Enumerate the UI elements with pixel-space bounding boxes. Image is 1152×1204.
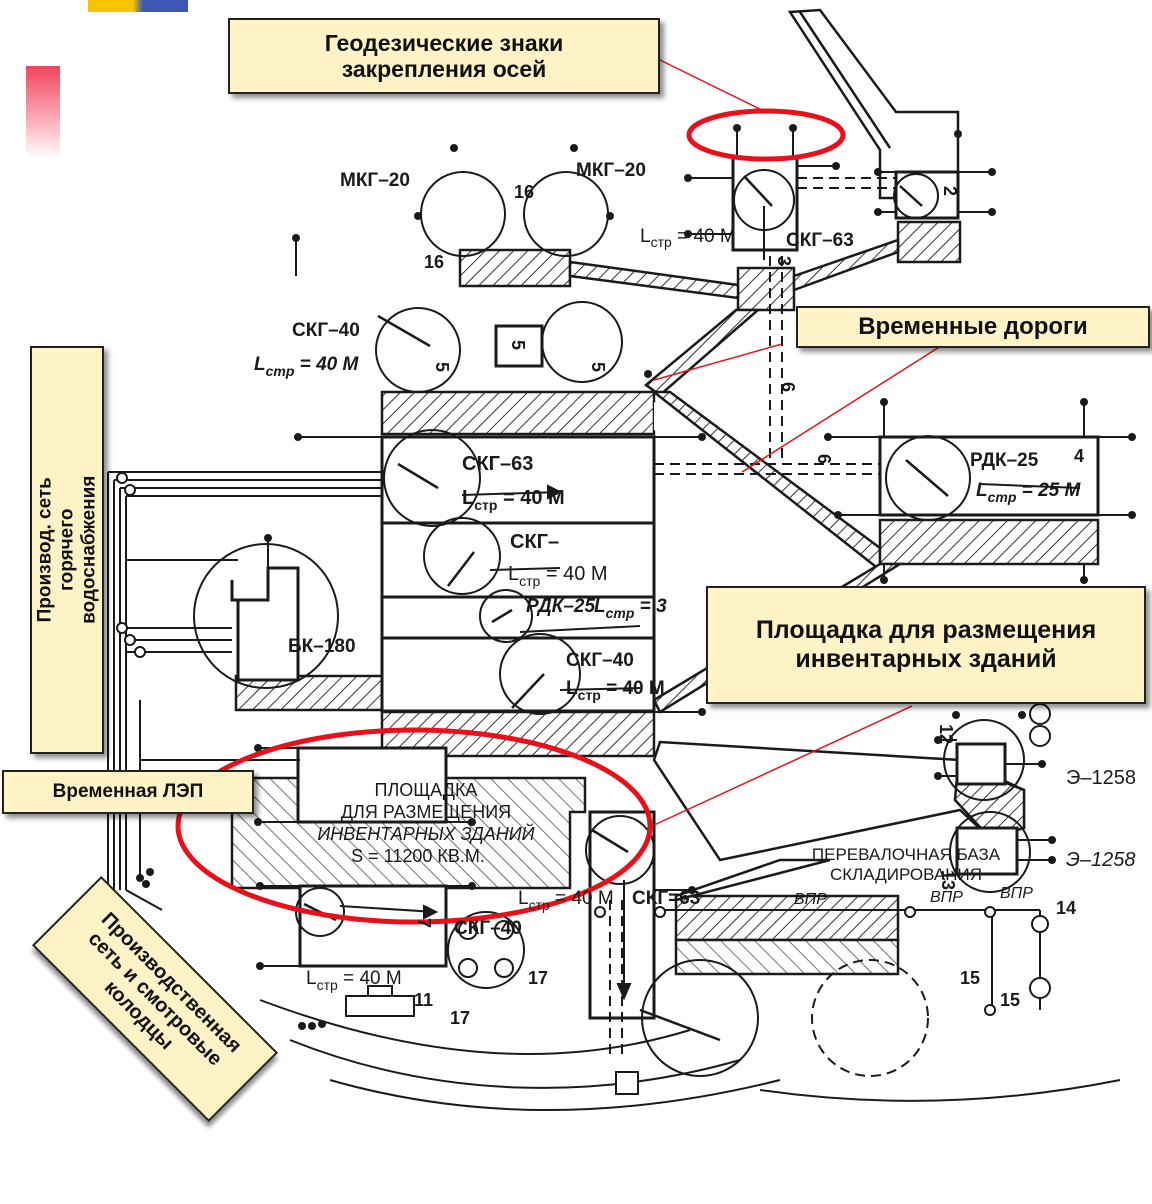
- crane-reach-circles: [193, 169, 1031, 1077]
- svg-text:Lстр = 40 М: Lстр = 40 М: [254, 354, 359, 379]
- num-14: 14: [1056, 898, 1076, 918]
- site-label-line-3: ИНВЕНТАРНЫХ ЗДАНИЙ: [317, 823, 534, 844]
- site-label-line-4: S = 11200 КВ.М.: [351, 846, 485, 866]
- svg-text:Lстр = 40 М: Lстр = 40 М: [566, 678, 665, 703]
- vpr-label-2: ВПР: [930, 889, 963, 906]
- storage-details: [345, 915, 1051, 1095]
- crane-label-rdk25-right: РДК–25: [970, 450, 1039, 471]
- reach-label-bottom1: Lстр = 40 М: [518, 888, 614, 913]
- svg-text:Lстр = 40 М: Lстр = 40 М: [508, 563, 608, 589]
- vpr-label-1: ВПР: [794, 891, 827, 908]
- dashed-networks: [609, 177, 896, 1060]
- reach-label-mid3: Lстр = 3: [594, 596, 667, 621]
- svg-text:Lстр = 3: Lстр = 3: [594, 596, 667, 621]
- svg-text:Lстр = 40 М: Lстр = 40 М: [306, 968, 402, 993]
- geodetic-mark-dots: [136, 124, 1136, 1030]
- num-5c: 5: [588, 362, 608, 372]
- utility-pipelines: [107, 471, 382, 911]
- num-17b: 17: [450, 1008, 470, 1028]
- num-5a: 5: [432, 362, 452, 372]
- vpr-label-3: ВПР: [1000, 885, 1033, 902]
- crane-label-skg63-bottom: СКГ=63: [632, 888, 700, 909]
- reach-label-bottom2: Lстр = 40 М: [306, 968, 402, 993]
- crane-label-skg40-mid: СКГ–40: [566, 650, 634, 671]
- num-16a: 16: [514, 182, 534, 202]
- callout-site-area: Площадка для размещения инвентарных здан…: [706, 586, 1146, 704]
- site-label-line-1: ПЛОЩАДКА: [375, 780, 478, 800]
- crane-label-e1258-b: Э–1258: [1066, 849, 1136, 871]
- crane-label-skg63-top: СКГ–63: [786, 230, 854, 251]
- num-5b: 5: [508, 340, 528, 350]
- reach-label-mid1: Lстр = 40 М: [462, 487, 565, 513]
- crane-label-skg40-bottom: СКГ–40: [454, 918, 522, 939]
- crane-label-mkg20-right: МКГ–20: [576, 160, 646, 181]
- num-2: 2: [940, 186, 960, 196]
- num-7: 7: [414, 918, 434, 928]
- callout-geodetic-marks: Геодезические знаки закрепления осей: [228, 18, 660, 94]
- highlight-marks: [175, 59, 945, 925]
- pipeline-nodes: [116, 472, 1051, 1016]
- crane-label-skg-mid: СКГ–: [510, 531, 559, 553]
- svg-text:Lстр = 40 М: Lстр = 40 М: [640, 226, 736, 250]
- num-3: 3: [774, 256, 794, 266]
- num-6b: 6: [814, 454, 834, 464]
- base-label-line-1: ПЕРЕВАЛОЧНАЯ БАЗА: [812, 845, 1001, 864]
- geodetic-highlight-ellipse: [686, 108, 846, 162]
- callout-hot-water-network: Производ. сеть горячего водоснабжения: [30, 346, 104, 754]
- decorative-top-strip: [88, 0, 188, 12]
- num-4: 4: [1074, 446, 1084, 466]
- num-17a: 17: [528, 968, 548, 988]
- num-11: 11: [414, 990, 433, 1010]
- crane-label-skg40-left: СКГ–40: [292, 320, 360, 341]
- site-label: ПЛОЩАДКА ДЛЯ РАЗМЕЩЕНИЯ ИНВЕНТАРНЫХ ЗДАН…: [317, 780, 534, 866]
- crane-label-mkg20-left: МКГ–20: [340, 170, 410, 191]
- svg-text:Lстр = 40 М: Lстр = 40 М: [462, 487, 565, 513]
- crane-label-rdk25-small: РДК–25: [526, 596, 595, 617]
- svg-text:Lстр = 40 М: Lстр = 40 М: [518, 888, 614, 913]
- callout-temporary-roads: Временные дороги: [796, 306, 1150, 348]
- num-13: 13: [938, 870, 958, 890]
- reach-label-left: Lстр = 40 М: [254, 354, 359, 379]
- reach-label-right: Lстр = 25 М: [976, 480, 1081, 505]
- num-15a: 15: [960, 968, 980, 988]
- crane-label-e1258-a: Э–1258: [1066, 767, 1136, 789]
- crane-travel-arrows: [339, 206, 1081, 1001]
- num-12: 12: [936, 724, 956, 744]
- reach-label-mid2: Lстр = 40 М: [508, 563, 608, 589]
- crane-label-skg63-mid: СКГ–63: [462, 453, 533, 475]
- reach-label-top: Lстр = 40 М: [640, 226, 736, 250]
- num-16b: 16: [424, 252, 444, 272]
- num-6a: 6: [778, 382, 798, 392]
- base-label-line-2: СКЛАДИРОВАНИЯ: [830, 865, 982, 884]
- reach-label-mid4: Lстр = 40 М: [566, 678, 665, 703]
- num-15b: 15: [1000, 990, 1020, 1010]
- power-line-highlight-ellipse: [175, 727, 653, 925]
- geodetic-marks: [260, 130, 1130, 967]
- site-label-line-2: ДЛЯ РАЗМЕЩЕНИЯ: [341, 802, 511, 822]
- svg-text:Lстр = 25 М: Lстр = 25 М: [976, 480, 1081, 505]
- decorative-red-bar: [26, 66, 60, 158]
- crane-label-bk180: БК–180: [288, 636, 356, 657]
- callout-temporary-power-line: Временная ЛЭП: [2, 770, 254, 814]
